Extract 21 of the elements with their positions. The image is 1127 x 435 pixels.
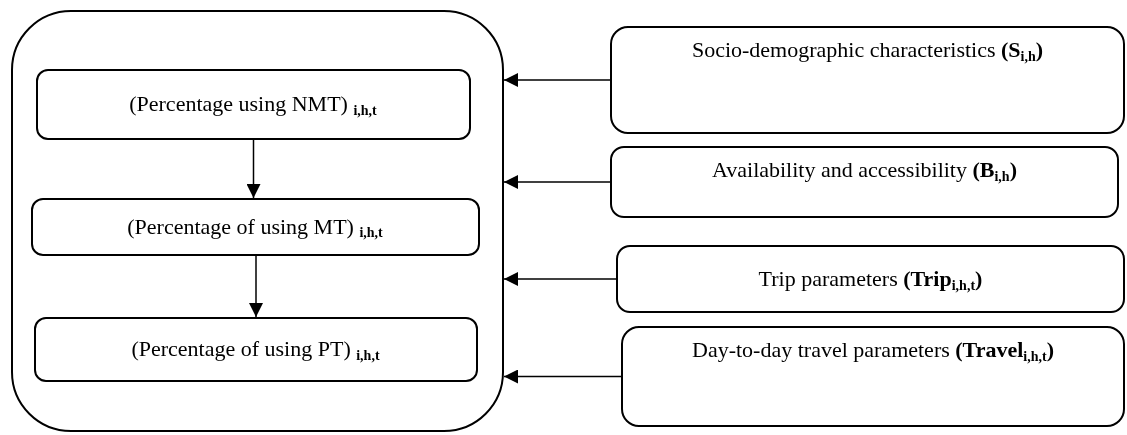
arrow bbox=[249, 255, 263, 318]
arrow bbox=[503, 369, 622, 384]
factor-box bbox=[610, 26, 1125, 134]
group-box bbox=[11, 10, 504, 432]
arrow bbox=[503, 272, 617, 286]
process-box bbox=[30, 197, 480, 256]
box-text: Socio-demographic characteristics (S$_{i,h}$) bbox=[691, 36, 1044, 64]
factor-box bbox=[616, 245, 1125, 313]
box-text: (Percentage using NMT) $_{i,h,t}$ bbox=[129, 90, 377, 118]
box-text: Day-to-day travel parameters (Travel$_{i,h,t}$) bbox=[692, 336, 1054, 364]
box-text: Trip parameters (Trip$_{i,h,t}$) bbox=[758, 265, 983, 293]
arrow bbox=[503, 73, 611, 87]
factor-box bbox=[621, 326, 1125, 427]
process-box bbox=[35, 68, 471, 140]
box-text: Availability and accessibility (B$_{i,h}$) bbox=[712, 156, 1017, 184]
arrow bbox=[246, 139, 261, 199]
process-box bbox=[33, 316, 478, 382]
arrow bbox=[503, 175, 611, 189]
box-text: (Percentage of using MT) $_{i,h,t}$ bbox=[127, 212, 383, 241]
factor-box bbox=[610, 146, 1119, 218]
box-text: (Percentage of using PT) $_{i,h,t}$ bbox=[131, 335, 380, 363]
